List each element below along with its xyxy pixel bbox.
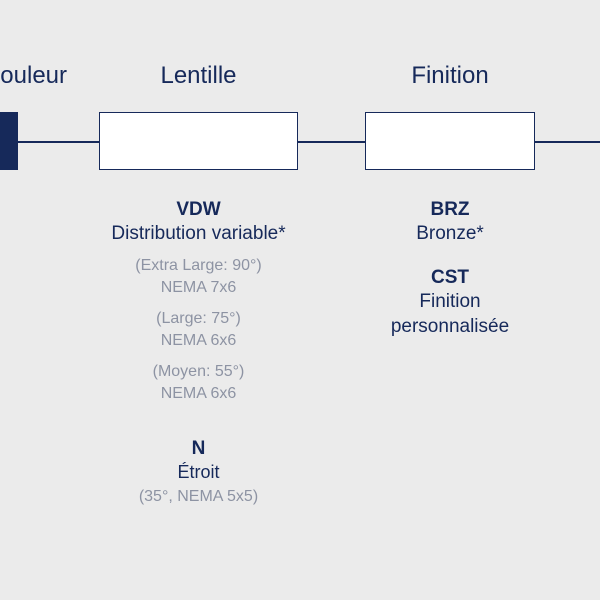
option-code-vdw: VDW (176, 199, 221, 220)
option-label-vdw: Distribution variable* (111, 223, 286, 244)
column-title-finition: Finition (411, 62, 489, 89)
variant-nema: NEMA 6x6 (160, 332, 237, 349)
variant-nema: NEMA 6x6 (160, 385, 237, 402)
connector-line (534, 141, 600, 143)
option-cst: CST Finition personnalisée (365, 267, 535, 339)
vdw-variant-moyen: (Moyen: 55°) NEMA 6x6 (60, 361, 337, 405)
finition-box[interactable] (365, 112, 535, 170)
variant-nema: NEMA 7x6 (160, 279, 237, 296)
option-label-brz: Bronze* (416, 223, 484, 244)
vdw-variant-large: (Large: 75°) NEMA 6x6 (60, 308, 337, 352)
option-note-n: (35°, NEMA 5x5) (138, 488, 259, 505)
lentille-box[interactable] (99, 112, 298, 170)
couleur-box[interactable] (0, 112, 18, 170)
connector-line (297, 141, 365, 143)
variant-angle: (Large: 75°) (156, 310, 241, 327)
option-label-cst-line1: Finition (419, 291, 481, 312)
option-code-brz: BRZ (430, 199, 470, 220)
vdw-variant-extra-large: (Extra Large: 90°) NEMA 7x6 (60, 255, 337, 299)
variant-angle: (Moyen: 55°) (152, 363, 245, 380)
variant-angle: (Extra Large: 90°) (135, 257, 262, 274)
option-label-n: Étroit (177, 462, 220, 482)
option-code-cst: CST (431, 267, 469, 288)
finition-options: BRZ Bronze* CST Finition personnalisée (365, 199, 535, 339)
option-label-cst-line2: personnalisée (390, 316, 510, 337)
connector-line (18, 141, 100, 143)
lentille-options: VDW Distribution variable* (Extra Large:… (60, 199, 337, 508)
option-code-n: N (191, 438, 206, 459)
option-n: N Étroit (35°, NEMA 5x5) (60, 438, 337, 508)
column-title-lentille: Lentille (160, 62, 237, 89)
column-title-couleur: Couleur (0, 62, 68, 89)
